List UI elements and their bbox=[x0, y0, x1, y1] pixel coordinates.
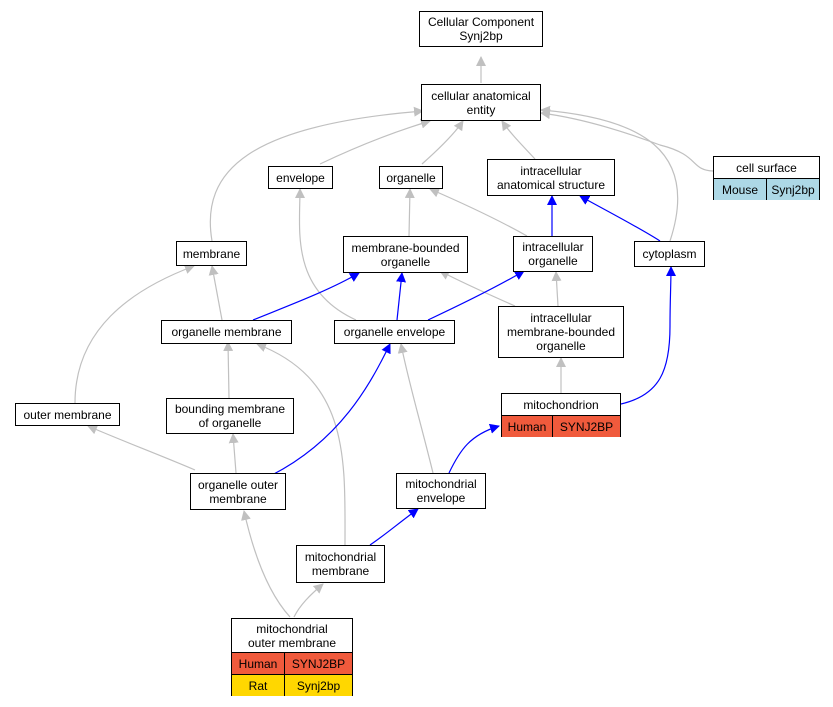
edge-oom-to-bounding bbox=[228, 433, 239, 474]
edge-organelle-to-cae bbox=[421, 120, 464, 165]
species-cell: Human bbox=[232, 653, 284, 674]
node-outer-membrane[interactable]: outer membrane bbox=[15, 403, 120, 426]
node-intracellular-membrane-bounded-organelle[interactable]: intracellular membrane-bounded organelle bbox=[498, 306, 624, 358]
edge-cytoplasm-to-cae bbox=[540, 105, 679, 242]
annotation-row-human: Human SYNJ2BP bbox=[502, 415, 620, 437]
annotation-row-rat: Rat Synj2bp bbox=[232, 674, 352, 696]
edge-mitomem-to-orgmem bbox=[256, 342, 346, 546]
edge-orgmem-to-membrane bbox=[208, 265, 223, 321]
species-cell: Human bbox=[502, 416, 552, 437]
species-cell: Mouse bbox=[714, 179, 766, 200]
node-mitochondrial-outer-membrane[interactable]: mitochondrial outer membrane Human SYNJ2… bbox=[231, 618, 353, 696]
edge-orgenv-to-io bbox=[427, 270, 525, 321]
node-organelle-membrane[interactable]: organelle membrane bbox=[161, 320, 292, 344]
node-label: mitochondrial outer membrane bbox=[247, 621, 337, 650]
node-intracellular-organelle[interactable]: intracellular organelle bbox=[513, 236, 593, 272]
edge-ias-to-cae bbox=[501, 120, 536, 160]
edge-mitoenv-to-mito bbox=[448, 423, 500, 474]
edge-imbo-to-mbo bbox=[439, 270, 516, 307]
node-intracellular-anatomical-structure[interactable]: intracellular anatomical structure bbox=[487, 159, 615, 196]
node-cellular-component[interactable]: Cellular Component Synj2bp bbox=[419, 11, 543, 47]
node-label: mitochondrion bbox=[523, 397, 599, 412]
edge-imbo-to-io bbox=[551, 271, 562, 307]
edge-mito-to-cytoplasm bbox=[620, 266, 676, 405]
node-envelope[interactable]: envelope bbox=[268, 166, 333, 189]
edge-outermem-to-membrane bbox=[74, 264, 195, 404]
edge-bounding-to-orgmem bbox=[223, 341, 234, 399]
edge-orgenv-to-mbo bbox=[396, 272, 407, 321]
annotation-row-human: Human SYNJ2BP bbox=[232, 652, 352, 674]
annotation-row-mouse: Mouse Synj2bp bbox=[714, 178, 819, 200]
edge-mitoenv-to-orgenv bbox=[397, 343, 434, 474]
edge-orgmem-to-mbo bbox=[252, 272, 360, 321]
edge-mbo-to-organelle bbox=[404, 188, 415, 237]
edge-oom-to-outermem bbox=[87, 425, 196, 471]
species-cell: Rat bbox=[232, 675, 284, 696]
edge-mitomem-to-mitoenv bbox=[369, 508, 419, 546]
gene-cell: Synj2bp bbox=[766, 179, 819, 200]
edge-cellsurface-to-cae bbox=[540, 109, 714, 172]
node-label: cell surface bbox=[736, 160, 797, 175]
node-organelle-outer-membrane[interactable]: organelle outer membrane bbox=[190, 473, 286, 510]
gene-cell: SYNJ2BP bbox=[284, 653, 352, 674]
edge-envelope-to-cae bbox=[319, 118, 431, 165]
node-cell-surface[interactable]: cell surface Mouse Synj2bp bbox=[713, 156, 820, 200]
node-mitochondrial-membrane[interactable]: mitochondrial membrane bbox=[296, 545, 385, 583]
node-membrane-bounded-organelle[interactable]: membrane-bounded organelle bbox=[343, 236, 468, 273]
edge-io-to-organelle bbox=[429, 187, 528, 237]
edge-oom-to-orgenv bbox=[271, 343, 391, 476]
node-cytoplasm[interactable]: cytoplasm bbox=[634, 241, 705, 267]
edge-mom-to-oom bbox=[241, 510, 291, 618]
edge-membrane-to-cae bbox=[209, 106, 424, 242]
node-cellular-anatomical-entity[interactable]: cellular anatomical entity bbox=[421, 84, 541, 121]
gene-cell: SYNJ2BP bbox=[552, 416, 620, 437]
node-mitochondrial-envelope[interactable]: mitochondrial envelope bbox=[396, 473, 486, 509]
node-mitochondrion[interactable]: mitochondrion Human SYNJ2BP bbox=[501, 393, 621, 437]
gene-cell: Synj2bp bbox=[284, 675, 352, 696]
edge-mom-to-mitomem bbox=[293, 583, 324, 618]
node-organelle-envelope[interactable]: organelle envelope bbox=[334, 320, 455, 344]
edge-cytoplasm-to-ias bbox=[579, 195, 661, 242]
node-bounding-membrane[interactable]: bounding membrane of organelle bbox=[166, 398, 294, 434]
node-organelle[interactable]: organelle bbox=[379, 166, 443, 189]
node-membrane[interactable]: membrane bbox=[176, 241, 247, 266]
edge-orgenv-to-envelope bbox=[294, 188, 357, 321]
